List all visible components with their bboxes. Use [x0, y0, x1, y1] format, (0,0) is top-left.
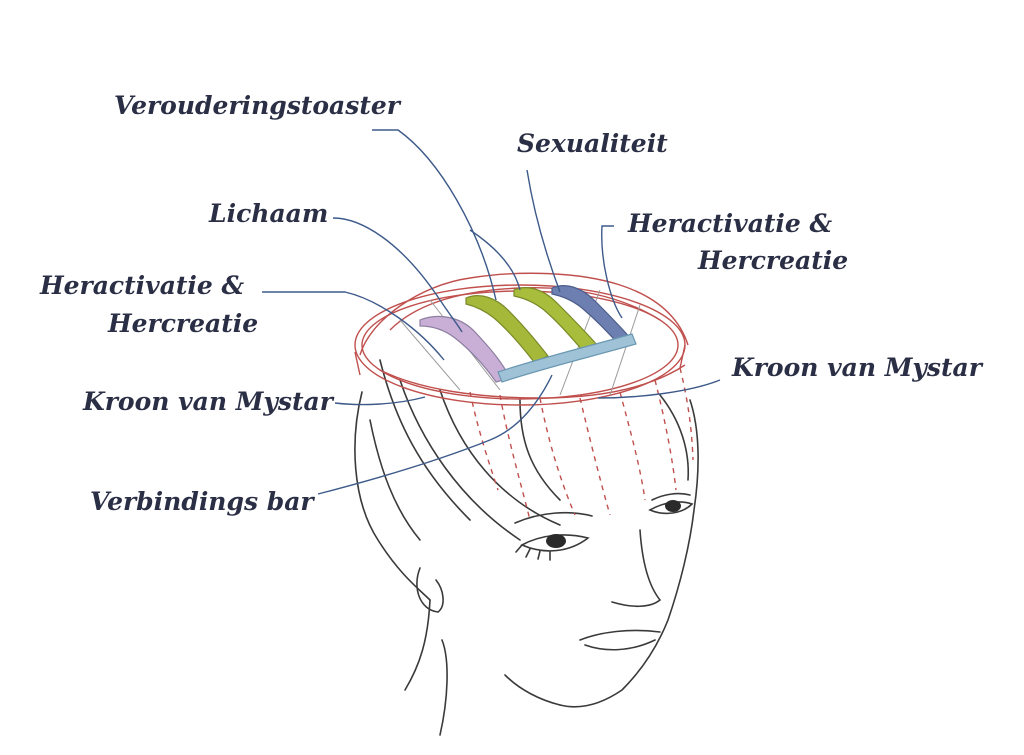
neck-line — [439, 639, 448, 736]
meridian — [579, 397, 611, 516]
bar-lichaam — [419, 315, 511, 383]
meridian — [619, 391, 646, 501]
leader-lichaam — [332, 217, 463, 333]
label-kroon-right: Kroon van Mystar — [732, 353, 982, 382]
face-outline — [559, 399, 699, 708]
eyebrow-right — [651, 492, 691, 501]
meridian — [654, 379, 677, 491]
crown-sides — [354, 344, 686, 376]
face-sketch — [354, 359, 699, 736]
leader-verbindings — [317, 374, 553, 495]
head-outline-back — [354, 391, 431, 601]
hair-strand — [369, 419, 421, 541]
leader-heractivatie-right — [601, 225, 623, 319]
hair-strand — [659, 394, 690, 481]
label-heractivatie-right-line2: Hercreatie — [698, 246, 849, 275]
leader-lines — [262, 129, 721, 495]
leader-kroon-left — [334, 396, 426, 406]
meridian — [679, 367, 694, 461]
mouth-bottom — [584, 639, 656, 651]
eyebrow-left — [514, 511, 593, 524]
mouth-top — [579, 629, 661, 641]
pupil-right — [665, 500, 681, 512]
bar-verbindings — [497, 333, 637, 383]
hair-strand — [379, 359, 471, 521]
leader-kroon-right — [597, 379, 721, 399]
lashes-left — [515, 544, 551, 561]
hair-strand — [519, 399, 561, 501]
neck-back — [404, 599, 431, 691]
pupil-left — [546, 534, 566, 548]
leader-verouderingstoaster — [372, 129, 497, 301]
label-verbindings-bar: Verbindings bar — [90, 487, 314, 516]
label-sexualiteit: Sexualiteit — [517, 129, 668, 158]
label-lichaam: Lichaam — [209, 199, 329, 228]
crown-dome — [359, 272, 689, 356]
label-verouderingstoaster: Verouderingstoaster — [114, 91, 400, 120]
leader-heractivatie-left — [262, 291, 445, 361]
label-heractivatie-left-line2: Hercreatie — [108, 309, 259, 338]
ear — [416, 567, 444, 613]
crown-meridians — [469, 367, 694, 521]
leader-verouderingstoaster-2 — [469, 229, 521, 291]
meridian — [539, 397, 576, 516]
chin — [504, 674, 561, 706]
label-heractivatie-right-line1: Heractivatie & — [628, 209, 833, 238]
hair-strand — [399, 379, 521, 541]
meridian — [499, 394, 531, 521]
label-heractivatie-left-line1: Heractivatie & — [40, 271, 245, 300]
meridian — [469, 391, 499, 491]
crown-wireframe — [354, 272, 694, 521]
label-kroon-left: Kroon van Mystar — [83, 387, 333, 416]
eye-right — [648, 501, 694, 515]
crown-bars — [419, 285, 637, 383]
nose — [611, 529, 662, 608]
eye-left — [520, 534, 590, 552]
leader-sexualiteit — [526, 169, 561, 293]
